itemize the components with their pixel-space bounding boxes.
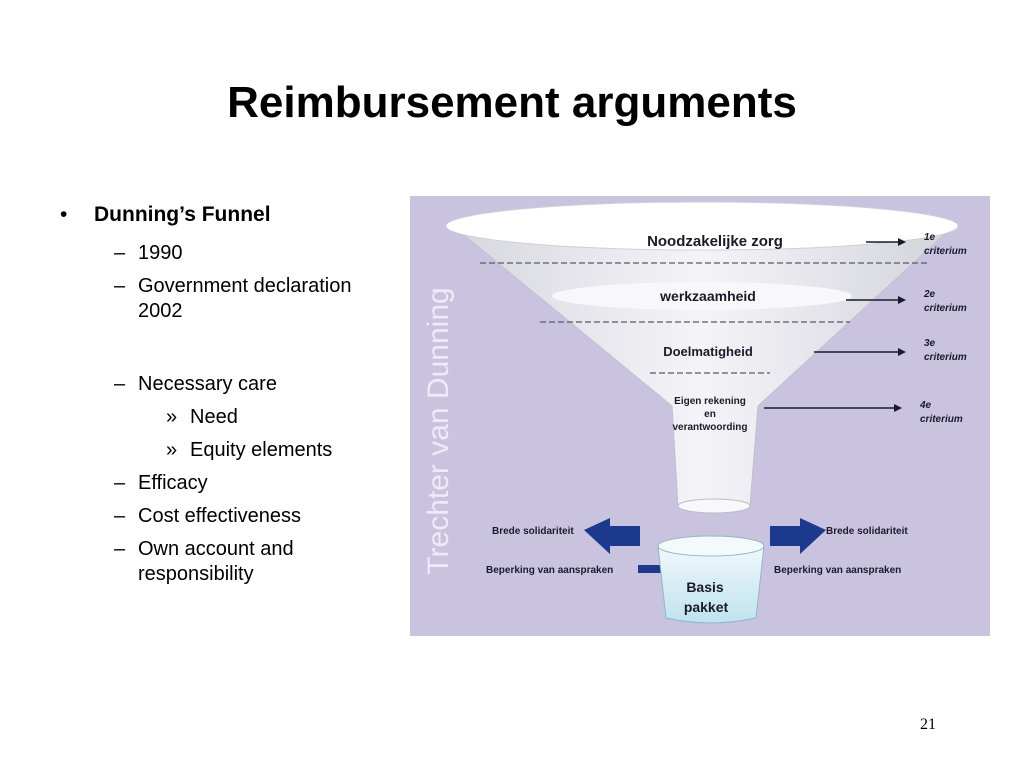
- dash-marker: –: [114, 538, 126, 560]
- right-outward-arrow: [770, 518, 826, 554]
- bullet-subitem: » Need: [166, 405, 410, 430]
- chevron-marker: »: [166, 439, 178, 461]
- criterion-num-2: 2e: [923, 289, 936, 300]
- bullet-text: Efficacy: [138, 472, 208, 494]
- criterion-word-3: criterium: [924, 352, 967, 363]
- right-label-2: Beperking van aanspraken: [774, 565, 901, 576]
- dash-marker: –: [114, 472, 126, 494]
- left-outward-arrow: [584, 518, 640, 554]
- bullet-item: – Necessary care: [114, 372, 398, 397]
- criterion-arrow-2: [846, 296, 906, 304]
- dash-marker: –: [114, 242, 126, 264]
- level-label-2: werkzaamheid: [659, 288, 756, 304]
- bullet-text: 1990: [138, 242, 183, 264]
- criterion-arrow-4: [764, 404, 902, 412]
- basket-label-2: pakket: [684, 599, 729, 615]
- criterion-word-1: criterium: [924, 246, 967, 257]
- level-label-4a: Eigen rekening: [674, 396, 746, 407]
- bullet-heading-text: Dunning’s Funnel: [94, 203, 271, 226]
- level-label-4b: en: [704, 409, 716, 420]
- right-label-1: Brede solidariteit: [826, 526, 908, 537]
- bullet-heading: • Dunning’s Funnel: [60, 202, 271, 227]
- criterion-num-1: 1e: [924, 232, 936, 243]
- bullet-item: – 1990: [114, 241, 398, 266]
- inner-rim-2: [552, 282, 852, 310]
- slide-title: Reimbursement arguments: [227, 78, 797, 127]
- bullet-text: Cost effectiveness: [138, 505, 302, 527]
- bullet-text: Need: [190, 406, 238, 428]
- level-label-3: Doelmatigheid: [663, 344, 753, 359]
- left-label-2: Beperking van aanspraken: [486, 565, 613, 576]
- bullet-marker: •: [60, 203, 68, 226]
- criterion-arrow-3: [814, 348, 906, 356]
- bullet-text: Own account and: [138, 538, 294, 560]
- bullet-subitem: » Equity elements: [166, 438, 410, 463]
- dash-marker: –: [114, 275, 126, 297]
- funnel-bottom-rim: [677, 498, 751, 514]
- page-number: 21: [920, 716, 936, 733]
- basket-label-1: Basis: [686, 579, 724, 595]
- bullet-text: 2002: [138, 300, 183, 322]
- bullet-item: – Government declaration 2002: [114, 274, 398, 324]
- level-label-1: Noodzakelijke zorg: [647, 233, 783, 250]
- criterion-num-4: 4e: [919, 400, 932, 411]
- bullet-text: responsibility: [138, 563, 254, 585]
- level-label-4c: verantwoording: [672, 422, 747, 433]
- basis-pakket-cup: [657, 535, 765, 624]
- side-title: Trechter van Dunning: [422, 287, 455, 574]
- bullet-item: – Efficacy: [114, 471, 398, 496]
- criterion-num-3: 3e: [924, 338, 936, 349]
- bullet-text: Government declaration: [138, 275, 352, 297]
- bullet-item: – Own account and responsibility: [114, 537, 398, 587]
- bullet-text: Equity elements: [190, 439, 333, 461]
- funnel-top-rim: [445, 201, 959, 251]
- chevron-marker: »: [166, 406, 178, 428]
- dash-marker: –: [114, 505, 126, 527]
- bullet-item: – Cost effectiveness: [114, 504, 398, 529]
- dash-marker: –: [114, 373, 126, 395]
- criterion-word-2: criterium: [924, 303, 967, 314]
- dunning-funnel-diagram: Trechter van Dunning Noodzakelijke zorg …: [410, 196, 990, 636]
- left-label-1: Brede solidariteit: [492, 526, 574, 537]
- criterion-arrow-1: [866, 238, 906, 246]
- criterion-word-4: criterium: [920, 414, 963, 425]
- bullet-text: Necessary care: [138, 373, 277, 395]
